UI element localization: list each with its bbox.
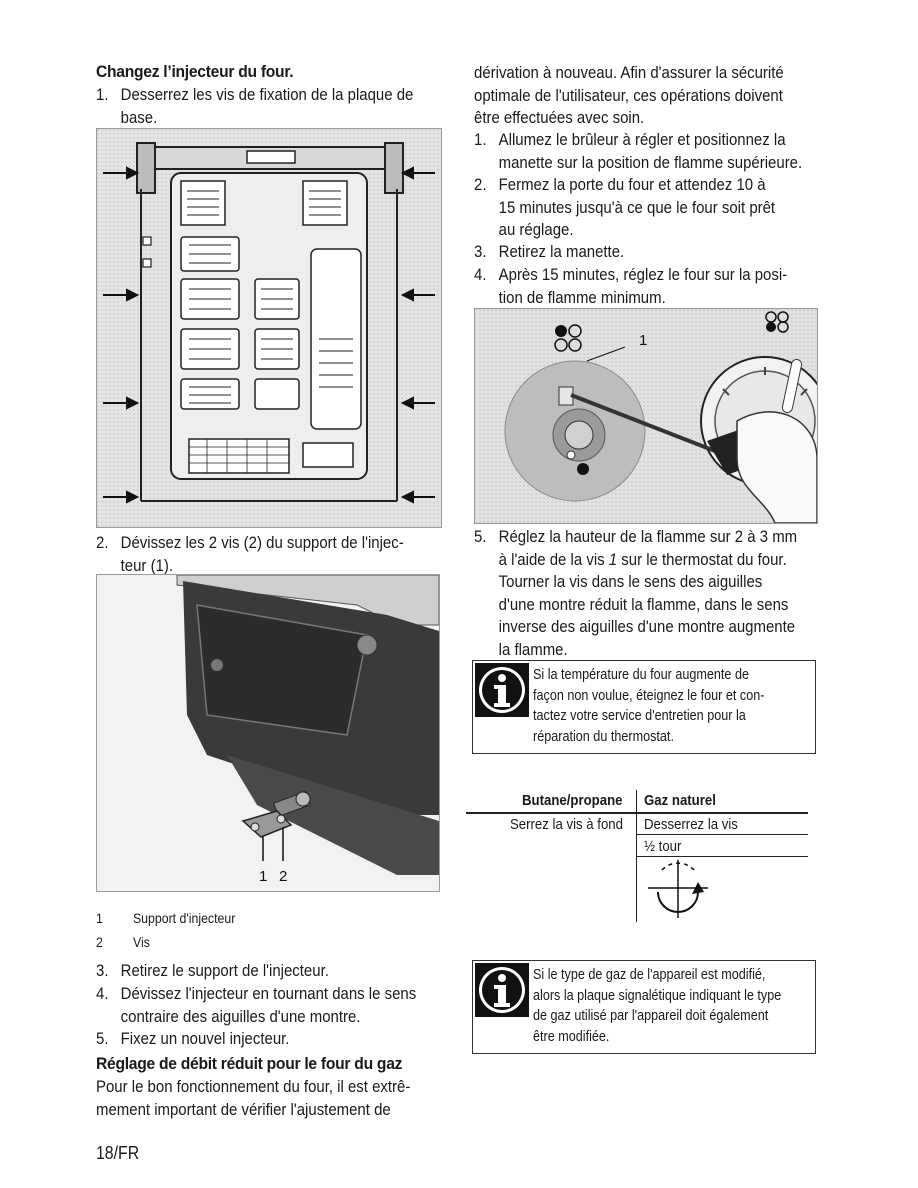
info-line: être modifiée.	[533, 1028, 610, 1045]
legend-text: Vis	[132, 934, 150, 950]
page-number: 18/FR	[96, 1143, 140, 1163]
figure-label-2: 2	[279, 868, 287, 885]
step-text: Tourner la vis dans le sens des aiguille…	[498, 572, 763, 591]
table-header-cell: Butane/propane	[522, 792, 632, 810]
adjust-step-4: 4. Après 15 minutes, réglez le four sur l…	[474, 264, 787, 309]
table-rule	[636, 856, 808, 857]
step-text: tion de flamme minimum.	[498, 287, 666, 307]
step-number: 1.	[474, 130, 487, 149]
step-number: 2.	[474, 175, 487, 194]
cell-butane-row1: Serrez la vis à fond	[510, 816, 623, 833]
figure-label-1: 1	[259, 868, 267, 885]
half-turn-icon	[648, 860, 708, 918]
header-natural-gas: Gaz naturel	[644, 792, 716, 809]
adjust-step-1: 1. Allumez le brûleur à régler et positio…	[474, 129, 802, 174]
step-text: Dévissez l'injecteur en tournant dans le…	[120, 984, 417, 1003]
step-text: Retirez la manette.	[498, 242, 625, 261]
figure-injector-support: 1 2	[96, 574, 440, 892]
heading-change-injector: Changez l’injecteur du four.	[96, 62, 294, 81]
paragraph-line: Pour le bon fonctionnement du four, il e…	[96, 1077, 411, 1096]
step-text: d'une montre réduit la flamme, dans le s…	[498, 594, 789, 614]
figure-label-screw: 1	[639, 332, 647, 349]
header-butane: Butane/propane	[522, 792, 623, 809]
adjust-step-2: 2. Fermez la porte du four et attendez 10…	[474, 174, 775, 242]
figure-base-plate	[96, 128, 442, 528]
legend-number: 1	[96, 910, 103, 926]
thermostat-illustration: 1	[475, 309, 817, 523]
info-text: Si la température du four augmente de fa…	[533, 665, 764, 747]
step-4: 4. Dévissez l'injecteur en tournant dans …	[96, 983, 416, 1028]
continued-paragraph: dérivation à nouveau. Afin d'assurer la …	[474, 62, 784, 130]
step-text: Dévissez les 2 vis (2) du support de l'i…	[120, 533, 404, 552]
step-5: 5. Fixez un nouvel injecteur.	[96, 1028, 289, 1051]
table-rule	[636, 834, 808, 835]
step-text-italic: 1	[608, 549, 618, 569]
step-text: teur (1).	[120, 555, 174, 575]
info-line: alors la plaque signalétique indiquant l…	[533, 987, 782, 1004]
base-plate-illustration	[97, 129, 441, 527]
paragraph-line: mement important de vérifier l'ajustemen…	[96, 1099, 391, 1119]
info-icon	[475, 663, 529, 717]
step-text: inverse des aiguilles d'une montre augme…	[498, 617, 796, 636]
gas-type-table: Butane/propane Gaz naturel Serrez la vis…	[466, 788, 810, 924]
step-text: sur le thermostat du four.	[617, 549, 787, 569]
injector-support-illustration: 1 2	[97, 575, 439, 891]
step-text: Après 15 minutes, réglez le four sur la …	[498, 265, 788, 284]
cell-natural-row1: Desserrez la vis	[644, 816, 738, 833]
step-number: 2.	[96, 533, 109, 552]
step-text: la flamme.	[498, 639, 568, 659]
info-line: de gaz utilisé par l'appareil doit égale…	[533, 1008, 769, 1024]
step-text: Allumez le brûleur à régler et positionn…	[498, 130, 786, 149]
step-number: 1.	[96, 85, 109, 104]
adjust-step-5: 5. Réglez la hauteur de la flamme sur 2 à…	[474, 526, 797, 661]
step-text: Desserrez les vis de fixation de la plaq…	[120, 85, 414, 104]
paragraph-line: dérivation à nouveau. Afin d'assurer la …	[474, 63, 784, 82]
heading-reduced-flow: Réglage de débit réduit pour le four du …	[96, 1054, 403, 1073]
legend-text: Support d'injecteur	[132, 910, 236, 926]
intro-paragraph: Pour le bon fonctionnement du four, il e…	[96, 1076, 410, 1121]
info-box-temperature: Si la température du four augmente de fa…	[472, 660, 816, 754]
step-1: 1. Desserrez les vis de fixation de la pl…	[96, 84, 413, 129]
step-3: 3. Retirez le support de l'injecteur.	[96, 960, 329, 983]
figure-thermostat-adjustment: 1	[474, 308, 818, 524]
step-2: 2. Dévissez les 2 vis (2) du support de l…	[96, 532, 404, 577]
paragraph-line: optimale de l'utilisateur, ces opération…	[474, 85, 783, 105]
step-number: 4.	[474, 265, 487, 284]
paragraph-line: être effectuées avec soin.	[474, 108, 645, 127]
adjust-step-3: 3. Retirez la manette.	[474, 241, 624, 264]
step-number: 3.	[96, 961, 109, 980]
legend-item: 2 Vis	[96, 934, 150, 950]
info-box-gas-type: Si le type de gaz de l'appareil est modi…	[472, 960, 816, 1054]
legend-item: 1 Support d'injecteur	[96, 910, 235, 926]
step-text: manette sur la position de flamme supéri…	[498, 152, 803, 172]
info-line: façon non voulue, éteignez le four et co…	[533, 687, 765, 704]
info-line: Si le type de gaz de l'appareil est modi…	[533, 967, 766, 983]
cell-natural-row2: ½ tour	[644, 838, 682, 855]
step-text: Réglez la hauteur de la flamme sur 2 à 3…	[498, 527, 798, 546]
step-text: Fermez la porte du four et attendez 10 à	[498, 175, 766, 194]
legend-number: 2	[96, 934, 103, 950]
step-number: 5.	[474, 527, 487, 546]
table-rule	[466, 812, 808, 814]
step-text: Retirez le support de l'injecteur.	[120, 961, 329, 980]
step-text: 15 minutes jusqu'à ce que le four soit p…	[498, 197, 776, 217]
step-text: à l'aide de la vis	[498, 549, 609, 569]
step-text: base.	[120, 107, 158, 127]
step-number: 4.	[96, 984, 109, 1003]
step-text: contraire des aiguilles d'une montre.	[120, 1006, 361, 1026]
info-line: réparation du thermostat.	[533, 728, 674, 745]
info-line: tactez votre service d'entretien pour la	[533, 708, 746, 724]
step-text: Fixez un nouvel injecteur.	[120, 1029, 290, 1048]
info-icon	[475, 963, 529, 1017]
info-line: Si la température du four augmente de	[533, 667, 749, 683]
step-number: 5.	[96, 1029, 109, 1048]
step-text: au réglage.	[498, 220, 574, 239]
step-number: 3.	[474, 242, 487, 261]
info-text: Si le type de gaz de l'appareil est modi…	[533, 965, 781, 1047]
